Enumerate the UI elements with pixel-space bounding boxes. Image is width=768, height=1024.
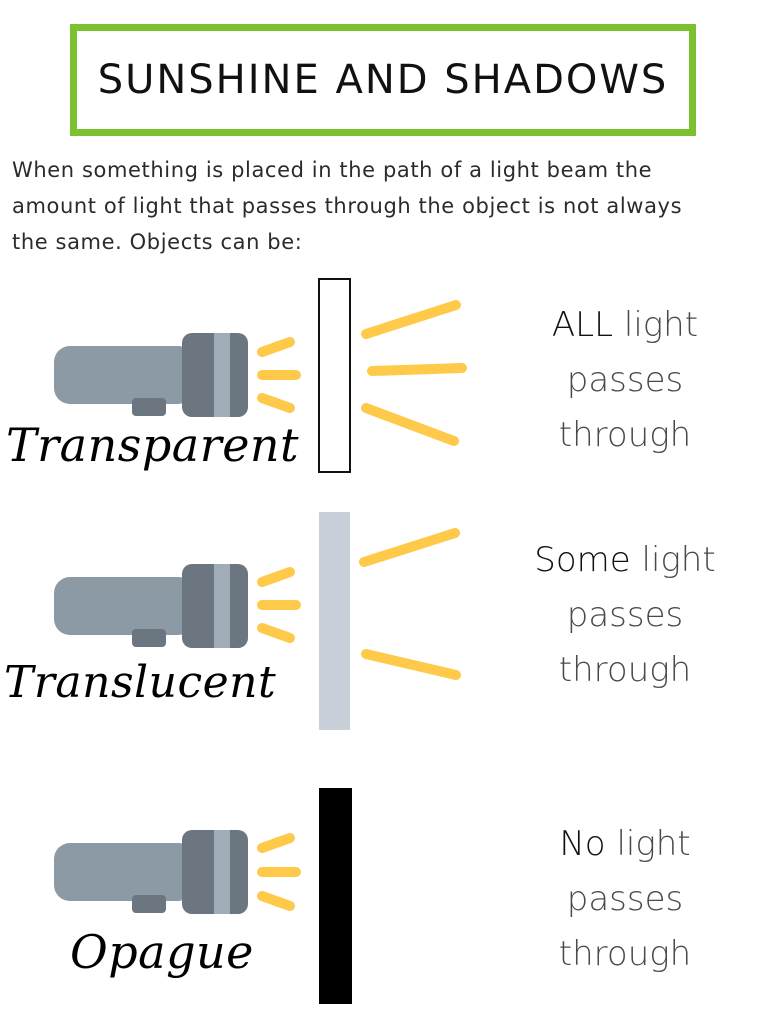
- passing-beams: [359, 528, 461, 680]
- desc-line-3: through: [558, 415, 692, 455]
- translucent-label: Translucent: [4, 657, 277, 708]
- opaque-panel: [319, 788, 352, 1004]
- desc-line-3: through: [558, 650, 692, 690]
- opaque-label: Opague: [70, 925, 254, 979]
- desc-word: light: [641, 540, 716, 580]
- page-title: SUNSHINE AND SHADOWS: [97, 57, 669, 103]
- opaque-description: No light passes through: [510, 817, 740, 982]
- intro-line-3: the same. Objects can be:: [12, 230, 303, 254]
- intro-line-1: When something is placed in the path of …: [12, 158, 653, 182]
- title-box: SUNSHINE AND SHADOWS: [70, 24, 696, 136]
- transparent-panel: [318, 278, 351, 473]
- torch-rays: [257, 833, 301, 911]
- flashlight-icon: [54, 830, 248, 914]
- translucent-panel: [319, 512, 350, 730]
- transparent-label: Transparent: [6, 418, 300, 472]
- flashlight-icon: [54, 333, 248, 417]
- desc-emphasis: ALL: [551, 305, 614, 345]
- intro-paragraph: When something is placed in the path of …: [12, 152, 762, 260]
- torch-rays: [257, 337, 301, 413]
- opaque-section-illustration: [54, 788, 352, 1004]
- desc-emphasis: No: [559, 824, 606, 864]
- desc-line-3: through: [558, 934, 692, 974]
- desc-line-2: passes: [566, 360, 684, 400]
- desc-word: light: [623, 305, 699, 345]
- translucent-description: Some light passes through: [510, 533, 740, 698]
- desc-emphasis: Some: [534, 540, 631, 580]
- desc-line-2: passes: [566, 595, 684, 635]
- desc-line-2: passes: [566, 879, 684, 919]
- transparent-section-illustration: [54, 278, 467, 473]
- intro-line-2: amount of light that passes through the …: [12, 194, 683, 218]
- torch-rays: [257, 567, 301, 643]
- passing-beams: [361, 300, 467, 446]
- transparent-description: ALL light passes through: [510, 298, 740, 463]
- translucent-section-illustration: [54, 512, 461, 730]
- flashlight-icon: [54, 564, 248, 648]
- desc-word: light: [616, 824, 691, 864]
